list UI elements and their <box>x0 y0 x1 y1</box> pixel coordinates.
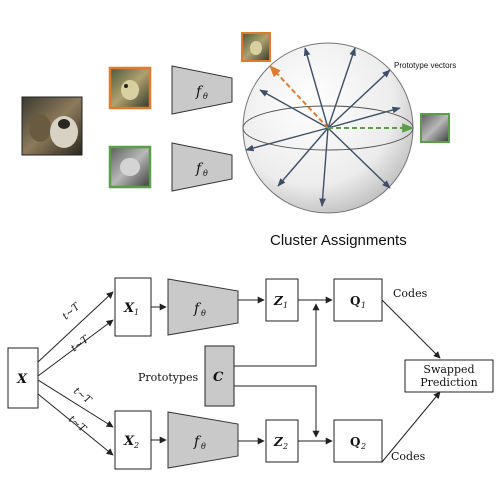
aug-label-1: t~T <box>61 300 84 322</box>
codes-top-label: Codes <box>393 287 428 300</box>
original-dog-image <box>21 96 83 156</box>
encoder-bottom: f θ <box>171 142 233 192</box>
codes-bottom-label: Codes <box>391 450 426 463</box>
view-x2-label: X <box>123 434 135 449</box>
encoder-view2: f θ <box>167 411 239 469</box>
orange-assignment-arrow <box>269 65 329 129</box>
encoder-top-sub: θ <box>203 92 208 101</box>
prototypes-c-label: C <box>213 370 224 385</box>
z1-label: Z <box>273 294 284 308</box>
encoder-bottom-sub: θ <box>203 169 208 178</box>
aug-label-2: t~T <box>69 333 92 354</box>
swapped-line1: Swapped <box>423 363 474 376</box>
green-crop-image <box>108 145 152 189</box>
prototype-vectors-label: Prototype vectors <box>394 61 456 70</box>
augmentation-arrows <box>37 291 114 456</box>
z2-label: Z <box>273 435 284 449</box>
view-x2-sub: 2 <box>133 441 139 450</box>
encoder-view2-sub: θ <box>201 442 206 451</box>
view-x2-box: X 2 <box>114 410 152 470</box>
z1-box: Z 1 <box>265 278 299 322</box>
prototypes-c-box: C <box>204 345 235 407</box>
z1-sub: 1 <box>283 301 288 310</box>
q2-label: Q <box>350 435 360 449</box>
q1-box: Q 1 <box>333 278 383 322</box>
prototypes-label: Prototypes <box>138 371 199 384</box>
flow-arrows <box>151 296 441 463</box>
input-x-label: X <box>16 372 28 387</box>
z2-sub: 2 <box>282 442 288 451</box>
q2-sub: 2 <box>360 442 366 451</box>
view-x1-sub: 1 <box>134 308 139 317</box>
encoder-view1-label: f <box>193 301 202 317</box>
cluster-assignments-title: Cluster Assignments <box>270 232 407 249</box>
augmentation-labels: t~T t~T t~T t~T <box>61 300 94 435</box>
encoder-top-label: f <box>195 84 204 100</box>
q2-box: Q 2 <box>333 419 383 463</box>
view-x1-box: X 1 <box>114 277 152 337</box>
encoder-view1: f θ <box>167 278 239 336</box>
encoder-view1-sub: θ <box>201 309 206 318</box>
input-x-box: X <box>7 347 39 409</box>
q1-sub: 1 <box>361 301 366 310</box>
swapped-line2: Prediction <box>420 376 478 389</box>
encoder-bottom-label: f <box>195 161 204 177</box>
green-crop-projected <box>420 113 450 143</box>
swapped-prediction-box: Swapped Prediction <box>404 359 494 393</box>
orange-crop-image <box>108 66 152 110</box>
q1-label: Q <box>350 294 360 308</box>
z2-box: Z 2 <box>265 419 299 463</box>
view-x1-label: X <box>123 301 135 316</box>
aug-label-3: t~T <box>71 386 94 407</box>
orange-crop-projected <box>241 32 271 62</box>
encoder-view2-label: f <box>193 434 202 450</box>
prototype-vector-arrows <box>245 47 401 207</box>
encoder-top: f θ <box>171 65 233 115</box>
